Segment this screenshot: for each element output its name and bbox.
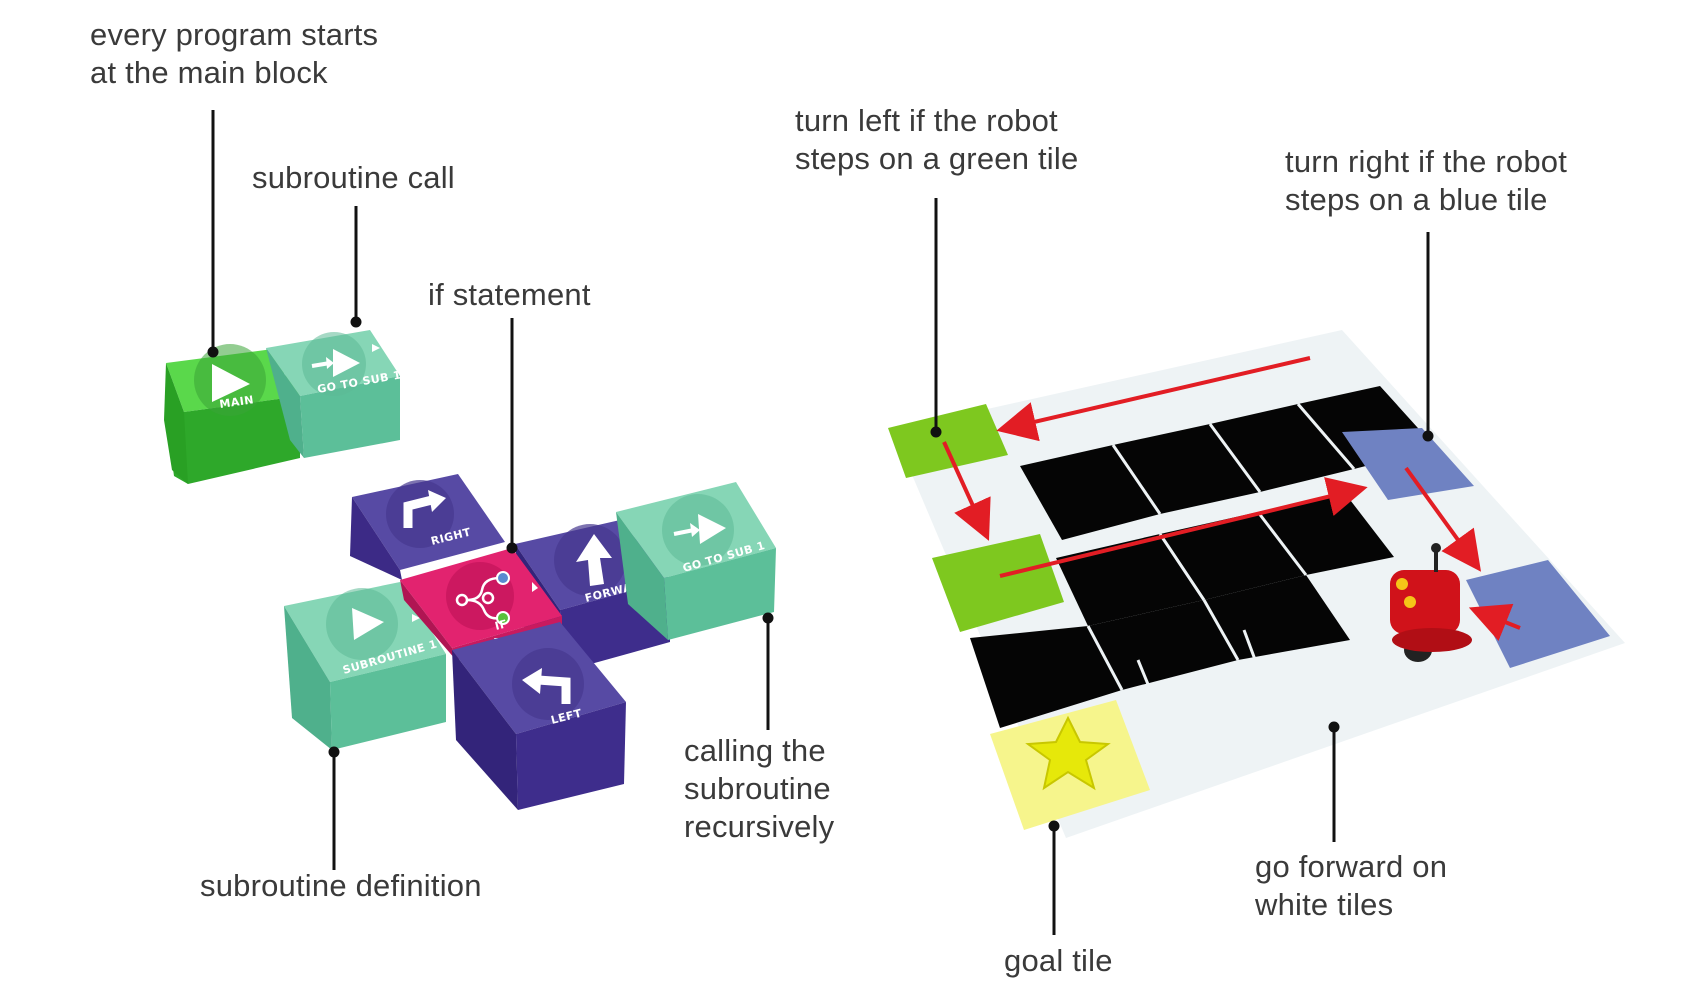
label-if-statement: if statement [428, 277, 591, 312]
label-goal-tile: goal tile [1004, 943, 1113, 978]
play-icon [212, 364, 250, 402]
left-leader-lines [207, 110, 774, 870]
go-to-sub-1-cube-bottom: GO TO SUB 1 [616, 482, 776, 640]
green-tile-bottom [932, 534, 1064, 632]
arrow-play-icon [673, 514, 726, 544]
branch-icon [455, 571, 510, 625]
black-tile [1113, 424, 1260, 514]
right-cube: RIGHT [350, 474, 505, 580]
blue-tile-bottom [1466, 560, 1610, 668]
go-to-sub-1-cube-top: GO TO SUB 1 [266, 330, 402, 458]
black-tile [970, 626, 1122, 728]
label-turn-right: turn right if the robot steps on a blue … [1285, 144, 1568, 217]
path-arrows [942, 356, 1521, 641]
label-main-block: every program starts at the main block [90, 17, 379, 90]
right-leader-lines [930, 198, 1434, 935]
label-go-forward: go forward on white tiles [1255, 849, 1448, 922]
label-subroutine-call: subroutine call [252, 160, 455, 195]
green-tile-top [888, 404, 1008, 478]
turn-left-arrow-icon [522, 668, 571, 704]
subroutine-1-cube: SUBROUTINE 1 [284, 582, 446, 750]
black-tile [1088, 600, 1238, 690]
star-icon [1025, 715, 1111, 791]
black-tile [1160, 512, 1306, 600]
label-recursive-call: calling the subroutine recursively [684, 733, 835, 844]
arrow-play-icon [311, 349, 360, 377]
blue-tile-top [1342, 428, 1474, 500]
main-cube: MAIN [164, 344, 300, 484]
black-tile [1204, 575, 1350, 660]
label-turn-left: turn left if the robot steps on a green … [795, 103, 1079, 176]
left-cube: LEFT [452, 622, 626, 810]
if-cube-label: IF [494, 617, 509, 633]
black-tile [1056, 534, 1204, 626]
black-tile [1210, 404, 1354, 492]
black-tile [1020, 445, 1160, 540]
up-arrow-icon [576, 534, 612, 586]
robot [1390, 543, 1472, 662]
tile-mat [888, 330, 1625, 838]
turn-right-arrow-icon [403, 490, 446, 528]
main-cube-label: MAIN [219, 393, 255, 411]
label-subroutine-definition: subroutine definition [200, 868, 482, 903]
play-icon [352, 608, 384, 640]
